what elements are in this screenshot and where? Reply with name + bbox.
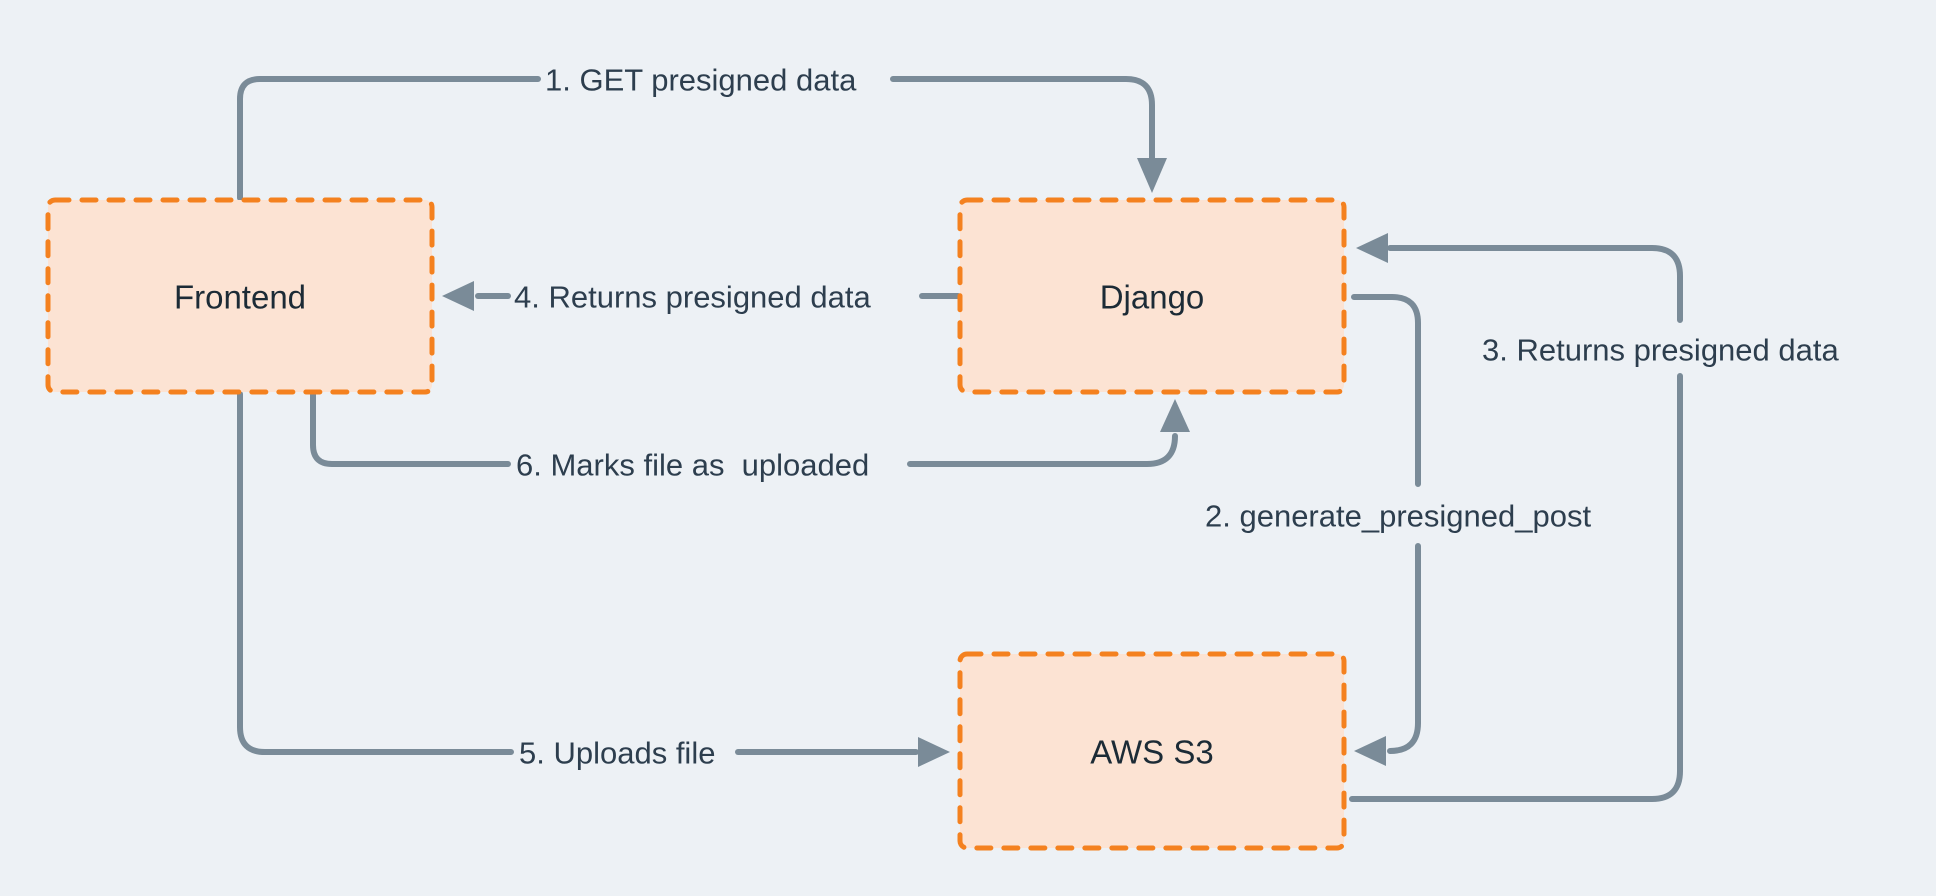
arrowhead-left-icon bbox=[1356, 233, 1388, 263]
edge-3-label: 3. Returns presigned data bbox=[1482, 333, 1839, 368]
edge-5-line-left bbox=[237, 391, 514, 755]
node-frontend: Frontend bbox=[45, 197, 435, 395]
node-django: Django bbox=[957, 197, 1347, 395]
edge-1-label: 1. GET presigned data bbox=[545, 63, 857, 98]
edge-5-label: 5. Uploads file bbox=[519, 736, 715, 771]
edge-3-line-bottom bbox=[1349, 373, 1683, 802]
edge-1-line-left bbox=[237, 76, 541, 201]
arrowhead-down-icon bbox=[1137, 158, 1167, 193]
edge-lines bbox=[237, 76, 1683, 802]
arrowhead-right-icon bbox=[918, 737, 950, 767]
node-frontend-box bbox=[45, 197, 435, 395]
edge-6-line-right bbox=[907, 433, 1178, 467]
edge-1-line-right bbox=[890, 76, 1155, 163]
node-aws-s3-label: AWS S3 bbox=[1090, 734, 1213, 771]
edge-2-line-bottom bbox=[1387, 543, 1421, 754]
node-aws-s3: AWS S3 bbox=[957, 651, 1347, 851]
edge-3-line-top bbox=[1387, 245, 1683, 323]
node-django-label: Django bbox=[1100, 279, 1205, 316]
node-frontend-label: Frontend bbox=[174, 279, 306, 316]
arrowhead-left-icon bbox=[1354, 736, 1386, 766]
edge-6-label: 6. Marks file as uploaded bbox=[516, 448, 869, 483]
node-aws-s3-box bbox=[957, 651, 1347, 851]
edge-6-line-left bbox=[310, 391, 511, 467]
edge-arrowheads bbox=[442, 158, 1388, 767]
arrowhead-up-icon bbox=[1160, 399, 1190, 432]
edge-2-line-top bbox=[1351, 294, 1421, 487]
edge-2-label: 2. generate_presigned_post bbox=[1205, 499, 1591, 534]
edge-labels: 1. GET presigned data 4. Returns presign… bbox=[514, 63, 1839, 771]
arrowhead-left-icon bbox=[442, 281, 474, 311]
node-django-box bbox=[957, 197, 1347, 395]
edge-4-label: 4. Returns presigned data bbox=[514, 280, 871, 315]
